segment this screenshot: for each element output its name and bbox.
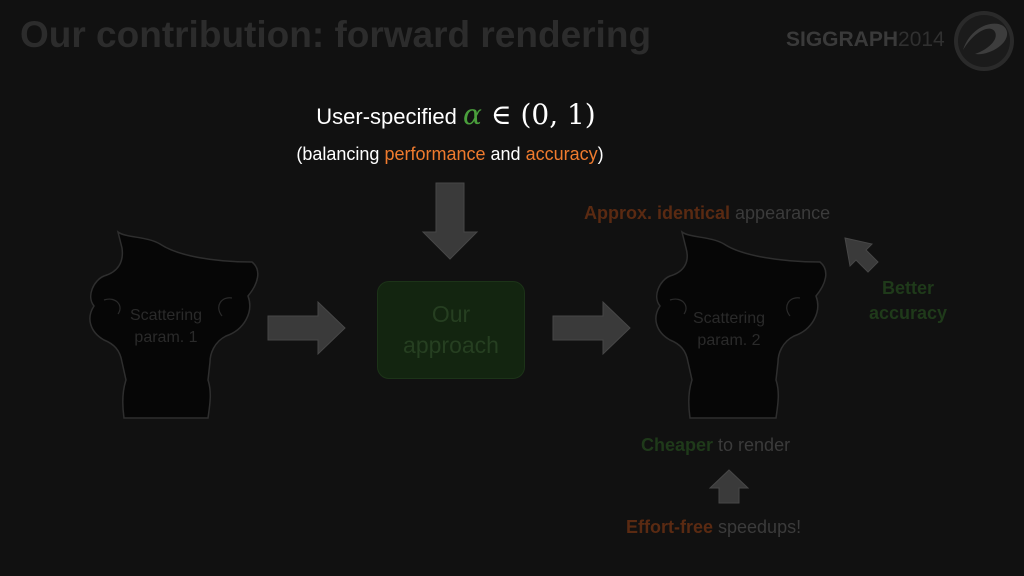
right-column-shape — [655, 230, 827, 419]
cheaper-rest: to render — [713, 435, 791, 455]
balancing-prefix: (balancing — [296, 144, 380, 164]
brand-bold: SIGGRAPH — [786, 28, 899, 51]
cheaper-highlight: Cheaper — [641, 435, 714, 455]
siggraph-logo-icon — [954, 11, 1014, 71]
right-arrow-2-icon — [552, 300, 631, 356]
approx-identical-annotation: Approx. identical appearance — [584, 203, 830, 224]
left-object-label: Scattering param. 1 — [129, 307, 203, 346]
approx-highlight: Approx. identical — [584, 203, 731, 223]
left-column-shape — [89, 230, 259, 419]
alpha-range-math: α ∈ (0, 1) — [463, 98, 596, 131]
right-object-label: Scattering param. 2 — [692, 310, 766, 349]
alpha-symbol: α — [463, 98, 482, 131]
slide-title: Our contribution: forward rendering — [20, 14, 652, 55]
siggraph-brand: SIGGRAPH2014 — [786, 28, 945, 52]
user-specified-line: User-specified α ∈ (0, 1) — [0, 98, 912, 131]
and-word: and — [490, 144, 521, 164]
alpha-range: ∈ (0, 1) — [490, 98, 596, 131]
diagonal-arrow-icon — [844, 237, 879, 273]
our-approach-label: Our approach — [403, 301, 499, 358]
balancing-line: (balancing performance and accuracy) — [0, 144, 900, 165]
approx-rest: appearance — [730, 203, 831, 223]
effort-free-annotation: Effort-free speedups! — [626, 517, 801, 538]
better-accuracy-annotation: Better accuracy — [868, 278, 948, 323]
effort-rest: speedups! — [713, 517, 802, 537]
our-approach-box: Our approach — [377, 281, 525, 379]
performance-word: performance — [384, 144, 486, 164]
up-arrow-icon — [708, 469, 750, 504]
effort-highlight: Effort-free — [626, 517, 714, 537]
balancing-suffix: ) — [597, 144, 604, 164]
down-arrow-icon — [421, 182, 479, 260]
accuracy-word: accuracy — [525, 144, 598, 164]
user-specified-label: User-specified — [316, 104, 457, 129]
right-arrow-1-icon — [267, 300, 346, 356]
cheaper-annotation: Cheaper to render — [641, 435, 790, 456]
brand-year: 2014 — [898, 28, 945, 51]
